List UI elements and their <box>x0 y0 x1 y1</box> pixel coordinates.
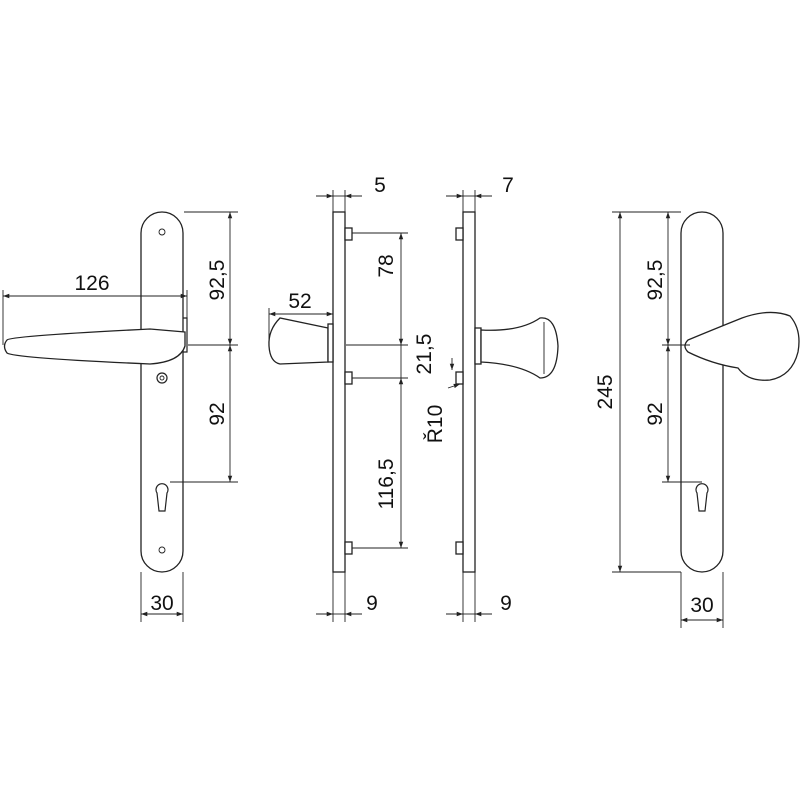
escutcheon-plate <box>140 211 184 573</box>
side-view-handle: 5 52 78 21,5 116,5 9 <box>268 174 436 622</box>
dim-label-126: 126 <box>74 272 109 295</box>
dim-label-30-left: 30 <box>150 592 173 615</box>
lock-button <box>156 372 168 384</box>
escutcheon-plate-knob <box>680 211 724 573</box>
radius-leader-2 <box>447 383 461 389</box>
dim-label-92-left: 92 <box>206 402 229 425</box>
keyhole-cylinder <box>155 483 169 512</box>
knob-neck <box>474 327 482 365</box>
keyhole-cylinder-knob <box>695 483 709 512</box>
dim-label-9-left: 9 <box>366 592 378 615</box>
front-view-knob: 245 92,5 92 30 <box>594 211 800 628</box>
lever-side-profile <box>268 317 329 365</box>
side-plate <box>332 211 346 573</box>
front-view-handle: 126 92,5 92 30 <box>2 211 238 622</box>
dim-label-116-5: 116,5 <box>375 459 398 510</box>
screw-hole-bottom <box>158 546 166 554</box>
dim-label-92-right: 92 <box>644 402 667 425</box>
stud-knob-3 <box>455 541 464 555</box>
lock-button-inner <box>159 375 165 381</box>
stud-knob-2 <box>455 371 464 385</box>
dim-label-52: 52 <box>288 290 311 313</box>
dim-label-5: 5 <box>374 174 386 197</box>
dim-label-92-5-right: 92,5 <box>644 260 667 301</box>
screw-stud-1 <box>344 227 353 241</box>
dim-label-9-right: 9 <box>500 592 512 615</box>
screw-hole-top <box>158 228 166 236</box>
rosette-edge <box>183 317 188 353</box>
dim-label-7: 7 <box>502 174 514 197</box>
side-plate-knob <box>462 211 476 573</box>
dim-label-78: 78 <box>375 254 398 277</box>
side-view-knob: 7 Ř10 9 <box>424 174 559 622</box>
screw-stud-3 <box>344 541 353 555</box>
dim-label-r10: Ř10 <box>424 405 447 444</box>
screw-stud-2 <box>344 371 353 385</box>
dim-label-30-right: 30 <box>690 594 713 617</box>
knob-side-profile <box>480 317 559 379</box>
knob-front <box>684 311 800 381</box>
stud-knob-1 <box>455 227 464 241</box>
lever-handle <box>3 328 186 365</box>
dim-label-92-5-left: 92,5 <box>206 260 229 301</box>
dim-label-21-5: 21,5 <box>413 334 436 375</box>
lever-neck <box>327 323 334 363</box>
dim-label-245: 245 <box>594 374 617 409</box>
